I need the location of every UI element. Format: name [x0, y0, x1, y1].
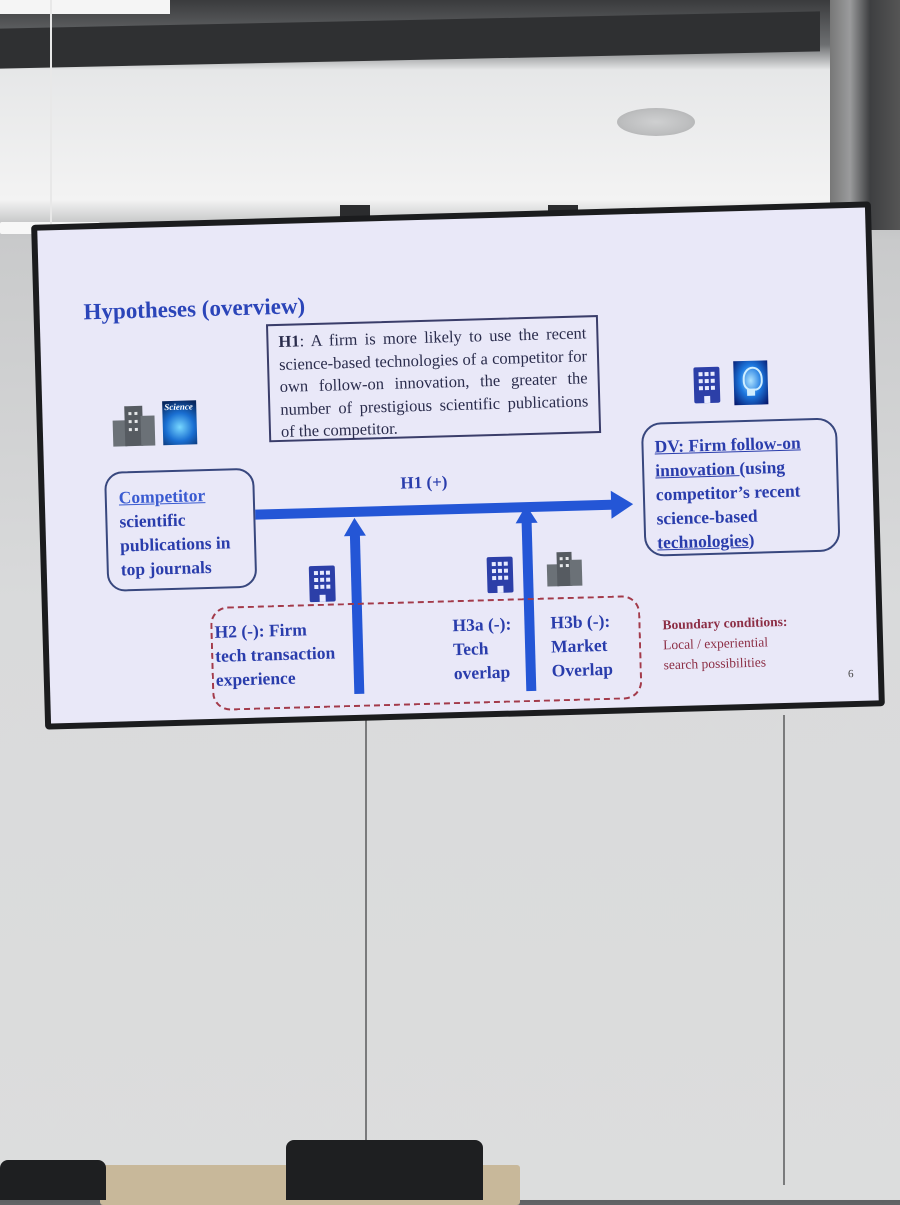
h1-text: : A firm is more likely to use the recen…: [278, 323, 589, 441]
hanging-cable: [50, 0, 52, 350]
wall-seam: [365, 715, 367, 1185]
h3b-hypothesis: H3b (-): Market Overlap: [550, 609, 613, 683]
monitor-back: [0, 1160, 106, 1200]
dv-line: innovation: [654, 458, 740, 481]
boundary-line: search possibilities: [663, 654, 767, 673]
h3a-line: H3a (-):: [452, 613, 512, 636]
office-building-icon: [308, 565, 336, 603]
h2-line: tech transaction: [214, 642, 336, 666]
h3b-line: Market: [550, 634, 608, 657]
wall-seam: [783, 715, 785, 1185]
h2-arrow-head: [343, 517, 366, 537]
tv-display: Hypotheses (overview) Science H1: A firm…: [31, 201, 885, 730]
competitor-line: publications in: [119, 532, 231, 556]
h2-line: H2 (-): Firm: [214, 619, 308, 642]
office-building-icon: [486, 556, 514, 594]
dv-line: competitor’s recent: [655, 480, 801, 505]
competitor-line: top journals: [120, 556, 212, 580]
competitor-publications-box: Competitor scientific publications in to…: [104, 467, 258, 592]
lightbulb-icon: [733, 360, 769, 406]
competitor-label: Competitor: [118, 485, 206, 508]
boundary-conditions: Boundary conditions: Local / experientia…: [662, 612, 789, 675]
h3b-line: H3b (-):: [550, 610, 611, 633]
h2-line: experience: [215, 667, 296, 690]
h3a-hypothesis: H3a (-): Tech overlap: [452, 612, 513, 686]
boundary-title: Boundary conditions:: [662, 613, 788, 633]
slide-page-number: 6: [847, 668, 854, 681]
h3a-line: overlap: [453, 661, 511, 684]
h1-arrow-label: H1 (+): [400, 472, 448, 493]
h2-hypothesis: H2 (-): Firm tech transaction experience: [214, 617, 336, 692]
slide: Hypotheses (overview) Science H1: A firm…: [37, 207, 879, 724]
h3a-line: Tech: [452, 638, 489, 660]
slide-title: Hypotheses (overview): [83, 293, 306, 325]
journal-cover-label: Science: [164, 401, 193, 413]
ceiling-light: [0, 0, 170, 14]
h1-arrow-head: [610, 490, 634, 519]
h1-hypothesis-box: H1: A firm is more likely to use the rec…: [265, 315, 602, 443]
dv-line: DV: Firm follow-on: [654, 432, 801, 457]
dv-line: ): [748, 529, 755, 550]
dv-firm-follow-on-box: DV: Firm follow-on innovation (using com…: [640, 417, 841, 557]
journal-cover-icon: Science: [162, 400, 198, 446]
h3-arrow-head: [515, 504, 538, 524]
monitor-back: [286, 1140, 483, 1200]
dv-line: (using: [739, 456, 786, 479]
competitor-line: scientific: [119, 509, 186, 532]
wall-edge: [830, 0, 900, 230]
buildings-icon: [546, 551, 583, 587]
buildings-icon: [112, 405, 157, 447]
h1-label: H1: [278, 331, 300, 351]
office-building-icon: [693, 366, 721, 404]
h1-arrow-shaft: [255, 499, 616, 520]
h3b-line: Overlap: [551, 658, 614, 681]
ceiling-speaker: [617, 108, 695, 136]
dv-line: technologies: [656, 529, 749, 553]
